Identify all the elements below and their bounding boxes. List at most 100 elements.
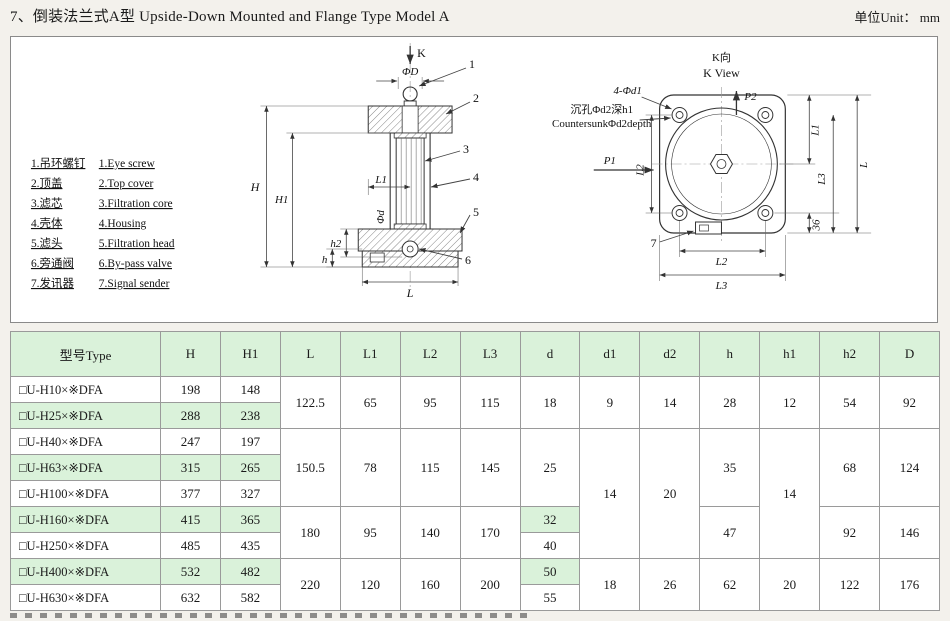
k-view: K向 K View 4-Φd1 沉孔Φd2深h1 CountersunkΦd2d… (552, 50, 872, 292)
dimension-cell: 265 (219, 454, 281, 481)
col-header-h1: h1 (759, 331, 821, 377)
dims-bottom: L2 L3 (659, 221, 786, 292)
k-arrow-label: K (417, 46, 426, 60)
part-6-cn: 6.旁通阀 (31, 256, 74, 270)
col-header-d2: d2 (639, 331, 701, 377)
dimension-cell: 377 (160, 480, 221, 507)
center-hex-nut (709, 154, 734, 174)
countersunk-label-en: CountersunkΦd2depth (552, 118, 652, 130)
H1-label: H1 (274, 194, 288, 206)
page-title: 7、倒装法兰式A型 Upside-Down Mounted and Flange… (10, 9, 450, 25)
dimension-cell: 200 (459, 558, 521, 611)
dimension-cell: 26 (639, 558, 701, 611)
col-header-L2: L2 (399, 331, 461, 377)
callout-4: 4 (473, 170, 479, 184)
col-header-type: 型号Type (10, 331, 161, 377)
col-header-H1: H1 (219, 331, 281, 377)
part-4-cn: 4.壳体 (31, 216, 63, 230)
dimension-cell: 146 (879, 506, 940, 559)
dimension-cell: 14 (639, 376, 701, 429)
model-type-cell: □U-H25×※DFA (10, 402, 161, 429)
col-header-d1: d1 (579, 331, 641, 377)
dims-right: L1 L3 L 36 (774, 94, 872, 234)
col-header-d: d (519, 331, 581, 377)
dimension-cell: 435 (219, 532, 281, 559)
dimension-cell: 65 (339, 376, 401, 429)
dimension-cell: 145 (459, 428, 521, 507)
dimension-cell: 18 (579, 558, 641, 611)
dimension-cell: 35 (699, 428, 761, 507)
dimension-cell: 9 (579, 376, 641, 429)
dimension-cell: 532 (160, 558, 221, 585)
k-view-title-en: K View (703, 66, 740, 80)
P1-label: P1 (603, 155, 616, 167)
bolt-holes (671, 107, 774, 221)
callout-5: 5 (473, 205, 479, 219)
part-2-cn: 2.顶盖 (31, 176, 63, 190)
col-header-L: L (279, 331, 341, 377)
callouts: 1 2 3 4 5 6 (418, 57, 479, 267)
dimension-cell: 120 (339, 558, 401, 611)
col-header-D: D (879, 331, 940, 377)
callout-1: 1 (469, 57, 475, 71)
dimension-cell: 92 (819, 506, 881, 559)
dimension-cell: 40 (519, 532, 581, 559)
flange-bore-circle (665, 107, 778, 221)
dimension-cell: 95 (339, 506, 401, 559)
dim-L2-left: L2 (635, 114, 672, 214)
L3-bottom-label: L3 (715, 280, 728, 292)
L1-front-label: L1 (374, 174, 387, 186)
dim-L-front: L (361, 267, 459, 300)
model-type-cell: □U-H10×※DFA (10, 376, 161, 403)
dimension-cell: 25 (519, 428, 581, 507)
dimension-cell: 220 (279, 558, 341, 611)
part-1-cn: 1.吊环螺钉 (31, 157, 86, 170)
front-section-view: K ΦD (250, 43, 479, 300)
model-type-cell: □U-H100×※DFA (10, 480, 161, 507)
dimension-cell: 32 (519, 506, 581, 533)
model-type-cell: □U-H63×※DFA (10, 454, 161, 481)
part-7-en: 7.Signal sender (99, 278, 170, 290)
dimension-cell: 140 (399, 506, 461, 559)
dimension-cell: 247 (160, 428, 221, 455)
part-5-en: 5.Filtration head (99, 238, 175, 250)
port-P2: P2 (732, 91, 757, 115)
L-front-label: L (406, 286, 414, 300)
model-type-cell: □U-H250×※DFA (10, 532, 161, 559)
holes-count-label: 4-Φd1 (613, 85, 641, 97)
dimension-cell: 180 (279, 506, 341, 559)
col-header-H: H (160, 331, 221, 377)
col-header-h2: h2 (819, 331, 881, 377)
dimension-cell: 198 (160, 376, 221, 403)
unit-label: 单位Unit： mm (854, 10, 940, 25)
dimension-cell: 365 (219, 506, 281, 533)
dimension-cell: 315 (160, 454, 221, 481)
filtration-core (393, 132, 427, 230)
dimension-cell: 415 (160, 506, 221, 533)
dimension-cell: 115 (459, 376, 521, 429)
parts-list: 1.吊环螺钉 1.Eye screw 2.顶盖 2.Top cover 3.滤芯… (31, 157, 175, 290)
part-1-en: 1.Eye screw (99, 158, 156, 170)
dimension-cell: 176 (879, 558, 940, 611)
dimension-cell: 632 (160, 584, 221, 611)
dimension-cell: 170 (459, 506, 521, 559)
dimension-cell: 47 (699, 506, 761, 559)
phid-label: Φd (375, 210, 387, 224)
H-label: H (250, 180, 261, 194)
dimension-cell: 14 (579, 428, 641, 559)
hole-labels: 4-Φd1 沉孔Φd2深h1 CountersunkΦd2depth (552, 85, 672, 130)
countersunk-label-cn: 沉孔Φd2深h1 (570, 103, 633, 116)
dimension-cell: 20 (759, 558, 821, 611)
col-header-L1: L1 (339, 331, 401, 377)
dimension-cell: 55 (519, 584, 581, 611)
L2-bottom-label: L2 (715, 256, 728, 268)
dimension-cell: 14 (759, 428, 821, 559)
